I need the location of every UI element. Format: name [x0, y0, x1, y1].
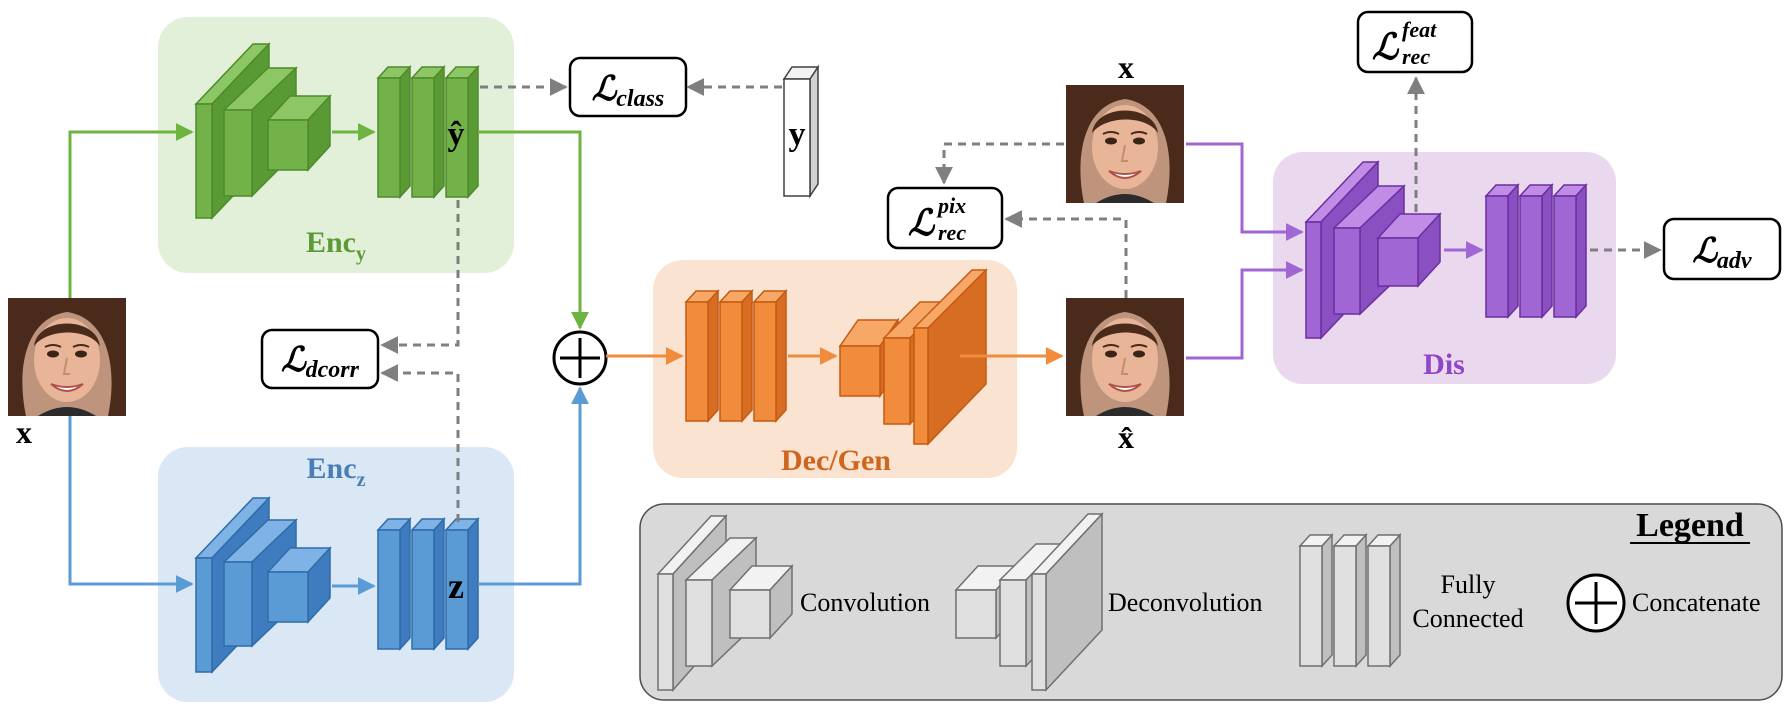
svg-text:ℒ: ℒ [908, 203, 936, 243]
x-hat-label: x̂ [1118, 419, 1134, 455]
z-to-concat-arrow [478, 386, 589, 586]
svg-text:ℒadv: ℒadv [1692, 233, 1752, 274]
generated-face-image [1065, 297, 1185, 417]
legend-title: Legend [1636, 507, 1744, 544]
legend-fully-connected-label-2: Connected [1412, 604, 1523, 633]
dcorr-loss-box: ℒdcorr [260, 328, 380, 390]
dec-deconv-block [838, 268, 988, 446]
y-hat-to-dcorr-loss-arrow [380, 200, 460, 354]
x-input-label: x [16, 414, 32, 450]
y-hat-to-concat-arrow [478, 130, 589, 330]
z-to-dcorr-loss-arrow [380, 364, 460, 522]
enc-z-conv-block [194, 496, 332, 674]
y-label: y [789, 116, 806, 153]
legend-fully-connected-label-1: Fully [1441, 570, 1496, 599]
feat-rec-loss-box: ℒ feat rec [1356, 10, 1474, 74]
x-real-to-dis-arrow [1186, 142, 1304, 241]
legend-deconvolution-label: Deconvolution [1108, 588, 1263, 617]
y-hat-label: ŷ [448, 116, 465, 153]
dis-fc-block [1484, 183, 1588, 319]
dis-title: Dis [1423, 348, 1465, 381]
legend-concatenate-label: Concatenate [1632, 588, 1761, 617]
x-real-label: x [1118, 49, 1134, 85]
y-label-vector [782, 64, 820, 199]
svg-text:rec: rec [1402, 44, 1430, 69]
x-hat-to-dis-arrow [1186, 261, 1304, 360]
svg-text:ℒclass: ℒclass [592, 71, 665, 112]
legend-deconvolution-icon [954, 512, 1104, 692]
dec-fc-block [684, 289, 788, 423]
x-hat-to-pix-loss-arrow [1004, 210, 1128, 298]
adv-loss-box: ℒadv [1662, 217, 1782, 281]
legend-convolution-icon [656, 514, 794, 692]
x-to-enc-z-arrow [68, 416, 194, 593]
svg-text:ℒ: ℒ [1372, 27, 1400, 67]
enc-y-conv-block [194, 42, 332, 220]
legend-fully-connected-icon [1298, 533, 1402, 668]
legend-convolution-label: Convolution [800, 588, 930, 617]
dis-conv-block [1304, 160, 1442, 340]
svg-text:feat: feat [1402, 17, 1437, 42]
enc-z-fc-block [376, 517, 480, 651]
z-label: z [448, 566, 464, 606]
enc-z-title: Encz [307, 452, 366, 491]
dec-gen-title: Dec/Gen [781, 444, 891, 477]
svg-text:rec: rec [938, 220, 966, 245]
svg-text:ℒdcorr: ℒdcorr [281, 342, 359, 383]
legend-concatenate-icon [1566, 573, 1626, 633]
x-to-enc-y-arrow [68, 123, 194, 298]
svg-text:pix: pix [936, 193, 966, 218]
input-face-image [7, 297, 127, 417]
enc-y-fc-block [376, 65, 480, 199]
legend-panel [639, 503, 1783, 701]
x-real-to-pix-loss-arrow [935, 142, 1064, 185]
class-loss-box: ℒclass [568, 56, 688, 118]
concatenate-node [552, 330, 608, 386]
real-face-image [1065, 84, 1185, 204]
enc-y-title: Ency [306, 226, 366, 265]
pix-rec-loss-box: ℒ pix rec [886, 186, 1004, 250]
